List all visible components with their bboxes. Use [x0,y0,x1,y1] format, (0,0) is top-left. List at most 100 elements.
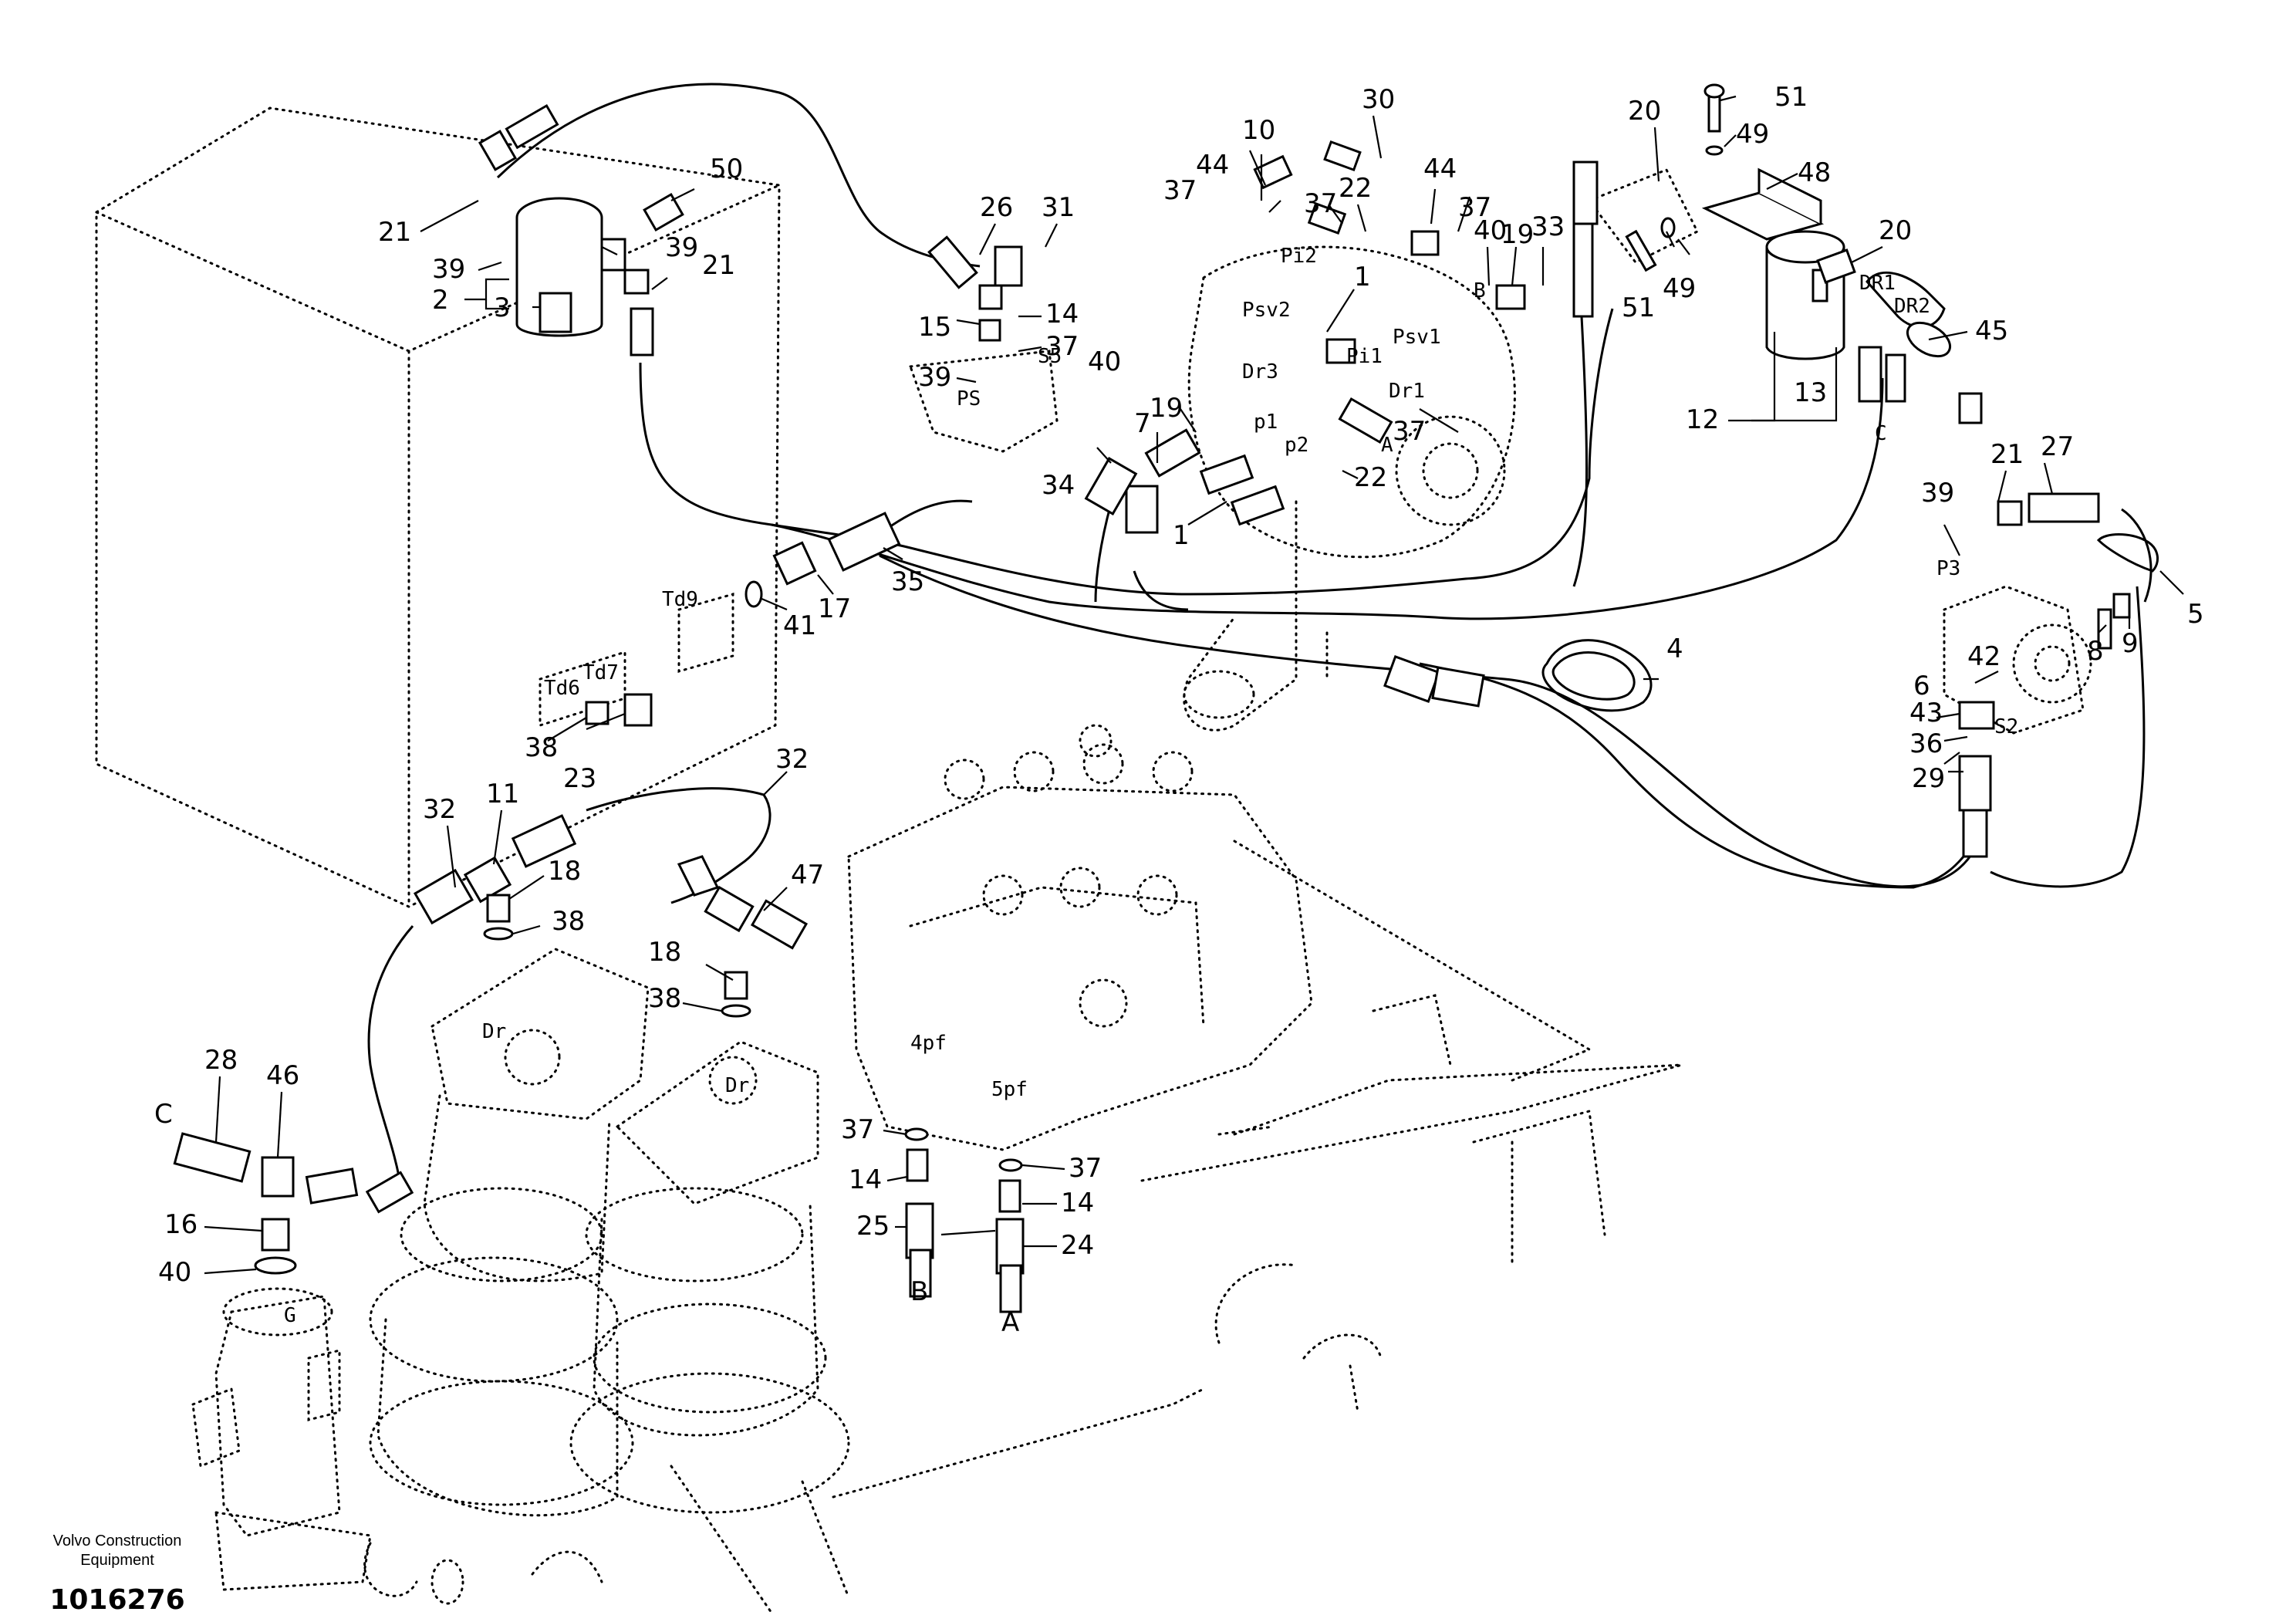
callout-label: 51 [1774,82,1808,113]
callout-label: 21 [702,250,735,281]
callout-label: 28 [204,1045,238,1076]
port-label: A [1001,1307,1019,1338]
callout-label: 15 [918,312,951,343]
port-label: PS [957,387,981,411]
callout-label: 38 [648,983,681,1014]
callout-label: 47 [791,860,824,890]
callout-label: 4 [1666,634,1683,664]
port-label: DR1 [1859,272,1896,295]
port-label: S2 [1994,715,2018,738]
callout-label: 33 [1531,211,1565,242]
callout-label: 44 [1196,150,1229,181]
company-name-line2: Equipment [80,1552,154,1569]
port-label: 4pf [910,1032,947,1055]
footer: Volvo Construction Equipment 1016276 [49,1532,184,1616]
callout-label: 26 [980,192,1013,223]
port-label: P3 [1936,557,1960,580]
callout-label: 27 [2041,431,2074,462]
port-label: A [1381,434,1393,457]
callout-label: 37 [1163,175,1197,206]
port-label: Psv1 [1393,326,1441,349]
callout-label: 39 [432,254,465,285]
callout-label: 17 [818,593,851,624]
callout-label: 50 [710,154,743,184]
callout-label: 5 [2187,599,2204,630]
port-label: Pi1 [1346,345,1383,368]
callout-label: 14 [1045,299,1079,329]
port-label: Psv2 [1242,299,1291,322]
callout-label: 40 [158,1257,191,1288]
callout-label: 19 [1501,219,1534,250]
callout-label: 38 [525,732,558,763]
callout-label: 49 [1663,273,1696,304]
port-label: G [284,1304,296,1327]
callout-label: 43 [1909,698,1943,728]
port-label: Pi2 [1281,245,1317,268]
callout-label: 8 [2087,636,2104,667]
port-labels: Pi2 Psv2 B Pi1 Psv1 Dr3 Dr1 A p1 p2 S5 P… [154,245,2018,1338]
callout-label: 7 [1134,408,1151,439]
callout-label: 49 [1736,119,1769,150]
callout-label: 16 [164,1209,198,1240]
callout-label: 6 [1913,671,1930,701]
callout-label: 32 [775,744,809,775]
port-label: Td7 [582,661,619,684]
callout-label: 36 [1909,728,1943,759]
callout-label: 22 [1354,462,1387,493]
callout-label: 20 [1628,96,1661,127]
callout-label: 37 [841,1114,874,1145]
callout-label: 48 [1798,157,1831,188]
callout-label: 9 [2122,628,2139,659]
port-label: p1 [1254,411,1278,434]
callout-label: 13 [1794,377,1827,408]
callout-label: 44 [1423,154,1457,184]
callout-label: 23 [563,763,596,794]
callout-label: 3 [494,292,511,323]
callout-label: 1 [1354,262,1371,292]
callout-label: 37 [1069,1153,1102,1184]
port-label: Dr [725,1074,749,1097]
callout-label: 10 [1242,115,1275,146]
callout-label: 25 [856,1211,890,1242]
callout-label: 29 [1912,763,1945,794]
port-label: B [910,1276,928,1307]
callout-label: 31 [1042,192,1075,223]
port-label: p2 [1285,434,1308,457]
port-label: Dr3 [1242,360,1278,384]
callout-label: 18 [548,856,581,887]
fittings [173,83,2131,1313]
callout-label: 21 [378,217,411,248]
port-label: Td6 [544,677,580,700]
port-label: B [1474,279,1486,302]
callout-label: 22 [1339,173,1372,204]
callout-label: 46 [266,1060,299,1091]
callout-label: 14 [849,1164,882,1195]
callout-label: 24 [1061,1230,1094,1261]
dotted-structures [95,106,2092,1614]
callout-label: 40 [1088,346,1121,377]
callout-label: 38 [552,906,585,937]
port-label: Dr [482,1020,506,1043]
callout-label: 37 [1304,188,1337,219]
callout-label: 41 [783,610,816,641]
callout-label: 40 [1474,215,1507,246]
company-name-line1: Volvo Construction [53,1532,182,1549]
callout-label: 19 [1150,393,1183,424]
callout-label: 18 [648,937,681,968]
callout-label: 21 [1990,439,2024,470]
callout-label: 37 [1458,192,1491,223]
callout-label: 12 [1686,404,1719,435]
callout-label: 11 [486,779,519,809]
port-label: DR2 [1894,295,1930,318]
hydraulic-hoses [367,83,2159,1189]
callout-numbers: 21 39 2 3 50 39 21 26 31 15 14 39 37 10 … [158,82,2204,1288]
callout-label: 39 [918,362,951,393]
drawing-number: 1016276 [49,1584,184,1616]
callout-label: 35 [891,566,924,597]
callout-label: 42 [1967,641,2001,672]
port-label: S5 [1038,345,1062,368]
port-label: Dr1 [1389,380,1425,403]
port-label: Td9 [662,588,698,611]
callout-label: 14 [1061,1188,1094,1218]
